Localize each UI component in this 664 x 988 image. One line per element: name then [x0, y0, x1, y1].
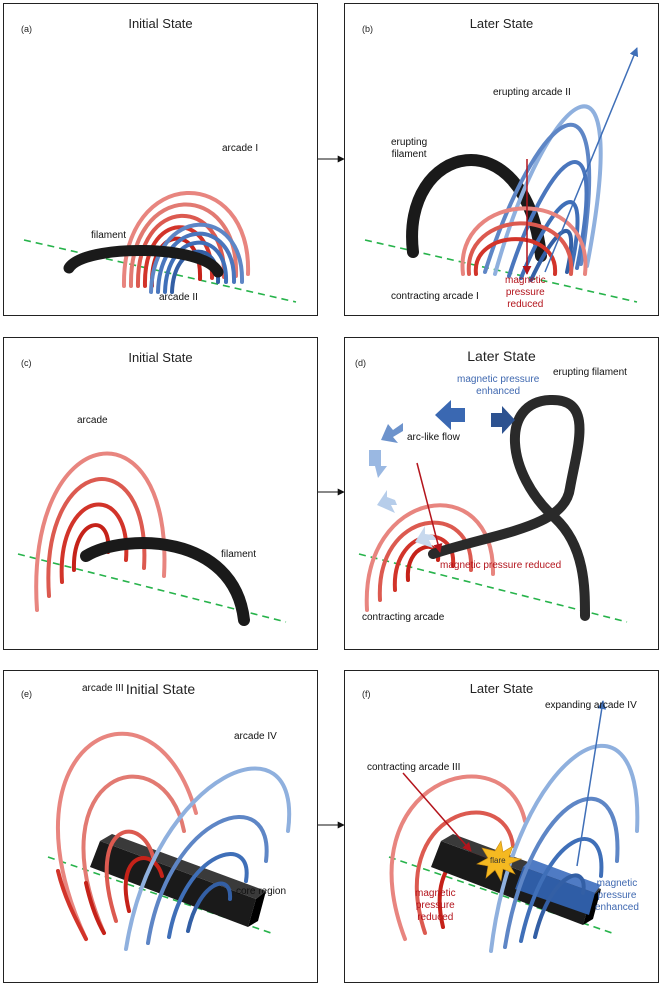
panel-e: (e) Initial State arcade III arcade IV c…: [3, 670, 318, 983]
arcade-iv: [124, 766, 292, 951]
label-erupting-filament: erupting filament: [553, 367, 627, 378]
panel-a: (a) Initial State arcade I filament arca…: [3, 3, 318, 316]
panel-a-graphic: [23, 191, 297, 303]
arrow-c-to-d: [318, 488, 345, 496]
panel-title: Initial State: [128, 16, 193, 31]
panel-title: Initial State: [125, 681, 196, 697]
arcade: [34, 451, 167, 612]
label-arcade: arcade: [77, 415, 108, 426]
label-arc-like-flow: arc-like flow: [407, 432, 460, 443]
label-filament: filament: [221, 549, 257, 560]
label-erupting-filament: erupting filament: [391, 137, 428, 160]
panel-e-graphic: [47, 731, 292, 951]
label-contracting-arcade-i: contracting arcade I: [391, 291, 479, 302]
expansion-arrow: [576, 700, 607, 867]
panel-f-graphic: [388, 700, 640, 953]
panel-d-graphic: [358, 394, 628, 623]
arcade-iii: [55, 731, 198, 941]
panel-label: (a): [21, 24, 32, 34]
label-flare: flare: [490, 856, 506, 865]
label-arcade-iv: arcade IV: [234, 731, 277, 742]
erupting-filament-tube: [428, 394, 590, 621]
panel-c-graphic: [17, 451, 287, 626]
flare-icon: [476, 840, 523, 882]
label-filament: filament: [91, 230, 127, 241]
neutral-line: [23, 239, 297, 303]
panel-b-graphic: [364, 47, 639, 303]
neutral-line: [364, 239, 638, 303]
label-mag-pressure-enhanced: magnetic pressure enhanced: [595, 878, 639, 913]
eruption-arrow: [544, 47, 639, 273]
label-contracting-arcade-iii: contracting arcade III: [367, 762, 461, 773]
panel-label: (b): [362, 24, 373, 34]
contracting-arcade-i: [460, 206, 588, 276]
panel-f: (f) Later State expanding arcade IV cont…: [344, 670, 659, 983]
panel-b: (b) Later State erupting arcade II erupt…: [344, 3, 659, 316]
arc-like-flow: [369, 400, 515, 548]
label-arcade-ii: arcade II: [159, 292, 198, 303]
label-core-region: core region: [236, 886, 287, 897]
label-expanding-arcade-iv: expanding arcade IV: [545, 700, 637, 711]
filament-tube: [80, 537, 250, 626]
arrow-a-to-b: [318, 155, 345, 163]
label-mag-pressure-reduced: magnetic pressure reduced: [440, 560, 562, 571]
label-mag-pressure-enhanced: magnetic pressure enhanced: [457, 374, 540, 397]
arcade-iii-front: [56, 829, 164, 941]
expanding-arcade-iv: [489, 744, 640, 953]
panel-title: Later State: [469, 16, 534, 31]
label-contracting-arcade: contracting arcade: [362, 612, 445, 623]
arrow-e-to-f: [318, 821, 345, 829]
panel-label: (f): [362, 689, 371, 699]
panel-d: (d) Later State erupting filament magnet…: [344, 337, 659, 650]
label-mag-pressure-reduced: magnetic pressure reduced: [505, 275, 546, 310]
panel-title: Later State: [467, 348, 536, 364]
panel-label: (e): [21, 689, 32, 699]
label-arcade-i: arcade I: [222, 143, 259, 154]
panel-label: (c): [21, 358, 32, 368]
red-contraction-arrow: [416, 462, 443, 553]
panel-label: (d): [355, 358, 366, 368]
label-mag-pressure-reduced: magnetic pressure reduced: [415, 888, 456, 923]
panel-c: (c) Initial State arcade filament: [3, 337, 318, 650]
panel-title: Initial State: [128, 350, 193, 365]
panel-title: Later State: [469, 681, 534, 696]
filament-tube: [63, 245, 224, 278]
label-erupting-arcade-ii: erupting arcade II: [493, 87, 571, 98]
contraction-arrow: [402, 772, 472, 852]
label-arcade-iii: arcade III: [82, 683, 124, 694]
